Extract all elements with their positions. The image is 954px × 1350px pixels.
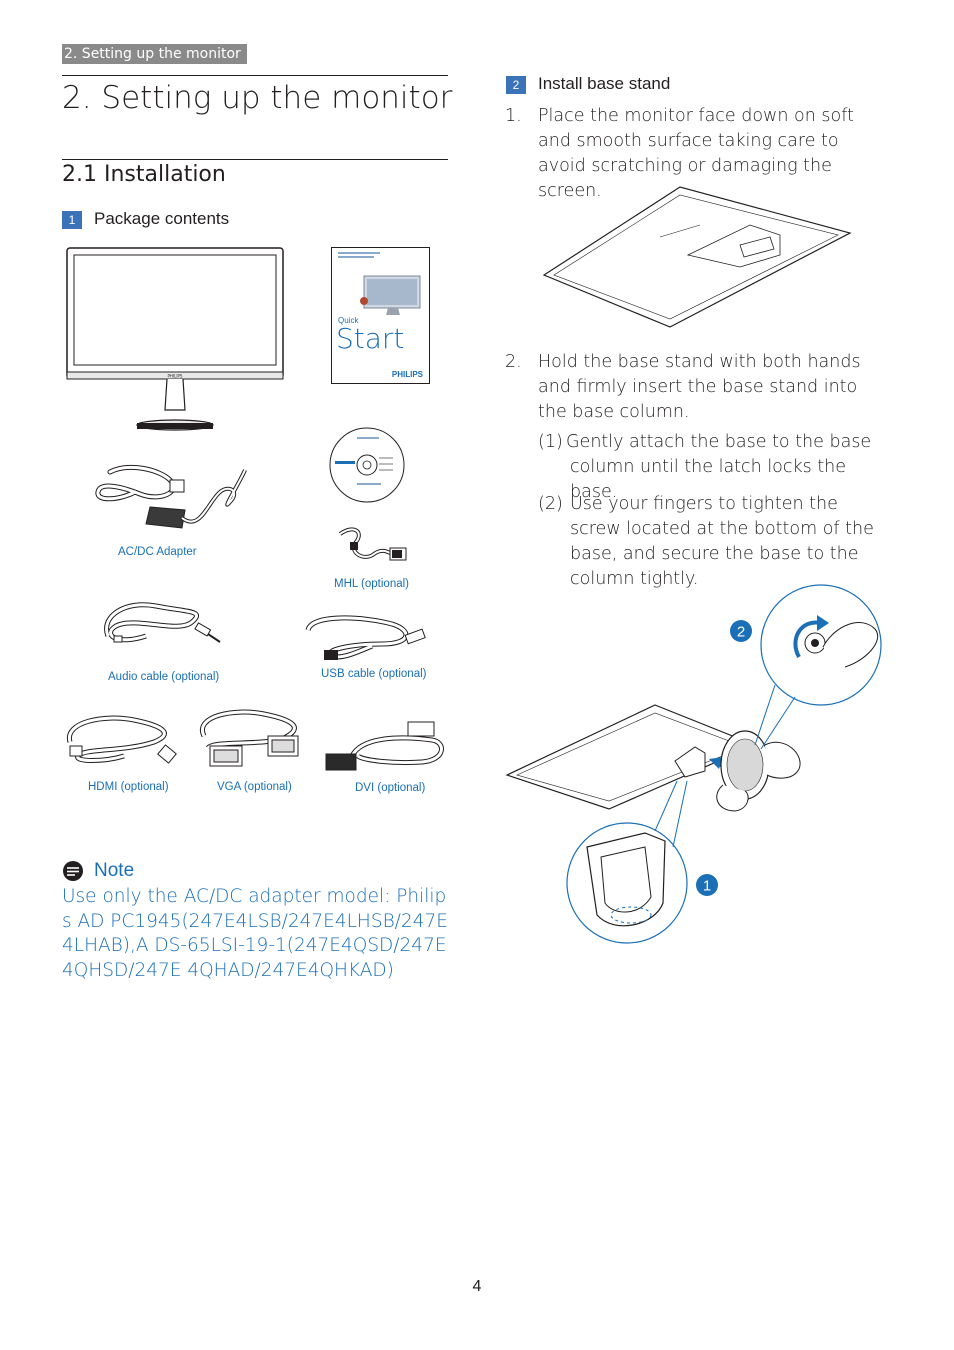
title-rule	[62, 75, 448, 76]
sub-step-number: (1)	[538, 432, 563, 452]
page-title: 2. Setting up the monitor	[62, 80, 453, 116]
step-number: 1.	[505, 106, 522, 126]
sub-step-text: Use your fingers to tighten the screw lo…	[570, 494, 874, 589]
section-rule	[62, 159, 448, 160]
hdmi-cable-icon	[67, 715, 177, 764]
monitor-illustration: PHILIPS	[66, 247, 284, 431]
vga-caption: VGA (optional)	[217, 781, 292, 793]
callout-one: 1	[703, 878, 711, 895]
step-text: Place the monitor face down on soft and …	[538, 106, 854, 201]
booklet-text-line	[338, 256, 374, 258]
mhl-cable-icon	[338, 527, 407, 561]
section-title: 2.1 Installation	[62, 162, 226, 187]
note-title: Note	[94, 860, 135, 881]
monitor-face-down-illustration	[542, 186, 852, 328]
step-number-badge: 1	[62, 211, 82, 229]
note-text: Use only the AC/DC adapter model: Philip…	[62, 886, 448, 981]
hdmi-caption: HDMI (optional)	[88, 781, 169, 793]
cd-disc-icon	[329, 427, 405, 503]
step-number-badge: 2	[506, 76, 526, 94]
package-contents-heading: Package contents	[94, 209, 230, 228]
dvi-caption: DVI (optional)	[355, 782, 426, 794]
vga-cable-icon	[199, 709, 299, 767]
booklet-monitor-photo	[360, 275, 421, 315]
audio-caption: Audio cable (optional)	[108, 671, 220, 683]
quick-start-booklet: Quick Start PHILIPS	[331, 247, 430, 384]
breadcrumb: 2. Setting up the monitor	[62, 44, 247, 64]
sub-step-number: (2)	[538, 494, 563, 514]
dvi-cable-icon	[325, 721, 444, 771]
sub-step-text: Gently attach the base to the base colum…	[566, 432, 872, 502]
install-base-heading: Install base stand	[538, 74, 671, 93]
monitor-brand: PHILIPS	[168, 374, 183, 379]
usb-cable-icon	[305, 615, 426, 660]
usb-caption: USB cable (optional)	[321, 668, 427, 680]
page-number: 4	[472, 1278, 482, 1295]
mhl-caption: MHL (optional)	[334, 578, 409, 590]
audio-cable-icon	[104, 602, 221, 643]
adapter-caption: AC/DC Adapter	[118, 546, 197, 558]
booklet-start-label: Start	[336, 322, 405, 355]
booklet-quick-label: Quick	[338, 316, 359, 325]
base-attach-illustration: 2 1	[505, 584, 882, 944]
callout-two: 2	[737, 624, 745, 641]
step-number: 2.	[505, 352, 522, 372]
booklet-text-line	[338, 252, 380, 254]
booklet-brand: PHILIPS	[391, 370, 423, 379]
step-text: Hold the base stand with both hands and …	[538, 352, 861, 422]
ac-dc-adapter-icon	[95, 464, 247, 529]
note-icon	[63, 861, 83, 881]
